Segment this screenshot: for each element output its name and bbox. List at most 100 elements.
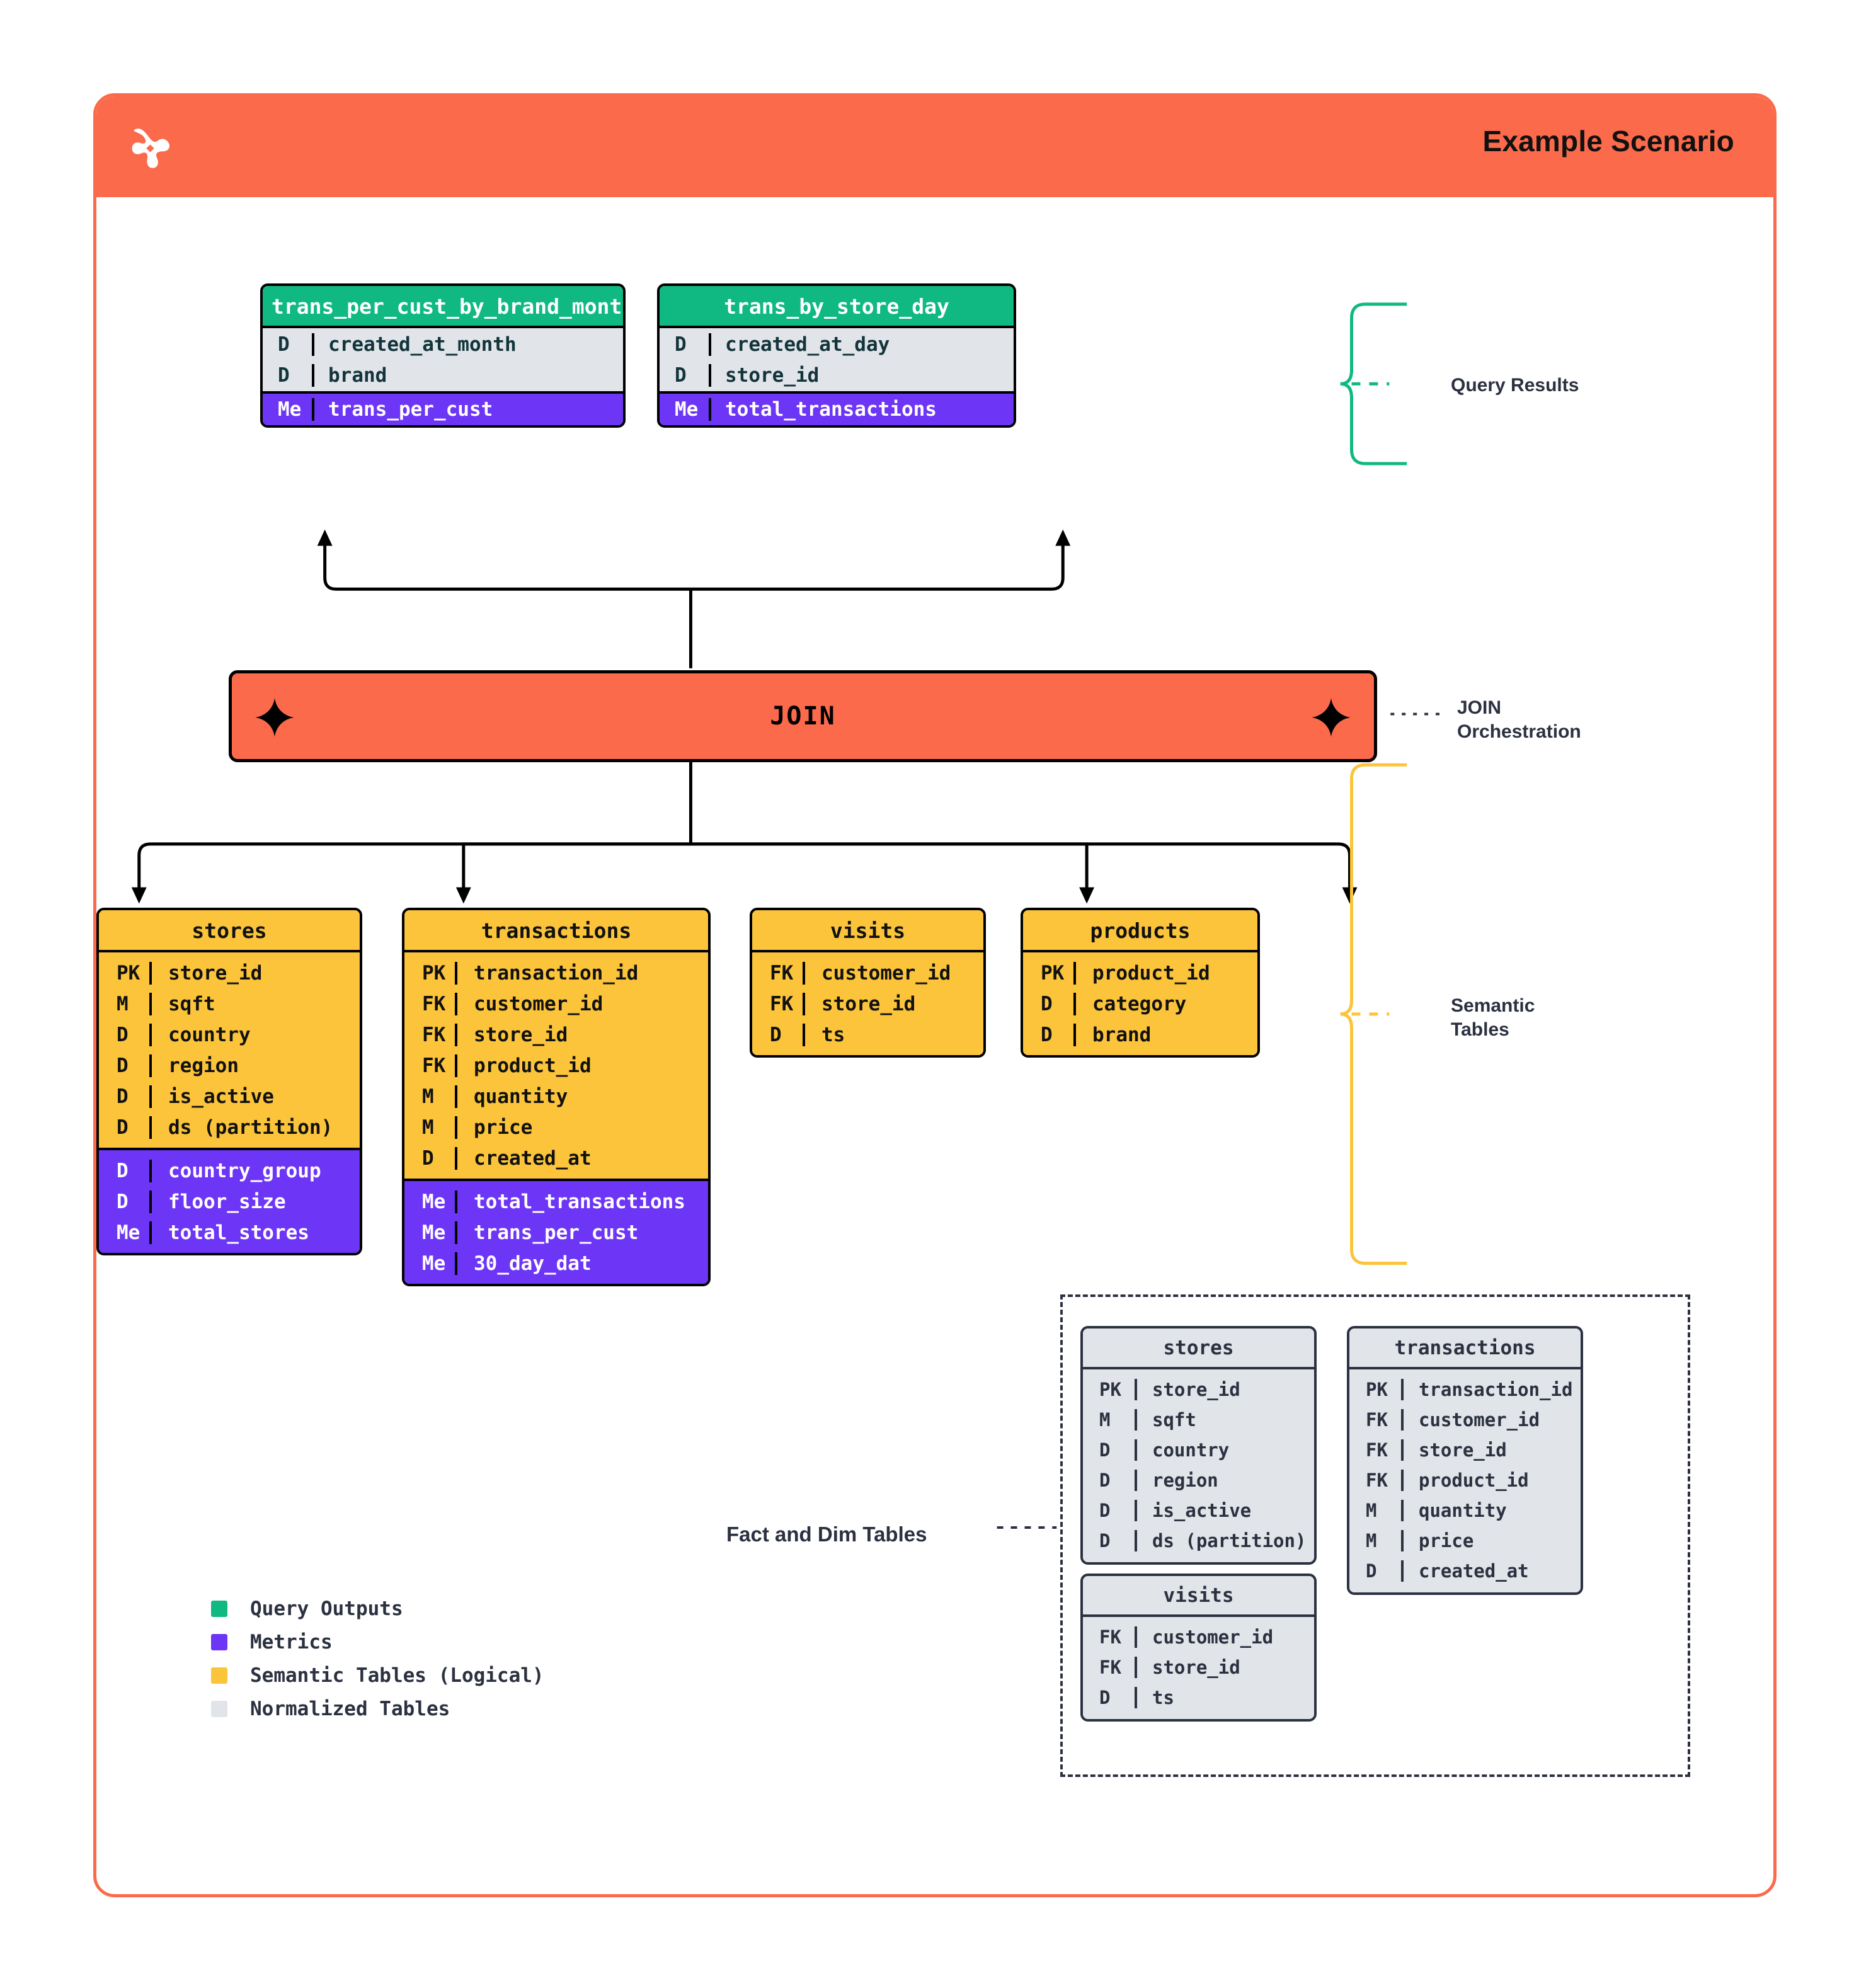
row-field: created_at [1401, 1560, 1581, 1582]
row-key: M [1366, 1530, 1377, 1551]
row-field: store_id [803, 992, 983, 1015]
table-title: transactions [1349, 1328, 1581, 1367]
legend-swatch-normalized-tables [211, 1700, 227, 1717]
table-title: transactions [404, 910, 708, 950]
row-key: D [1041, 1023, 1053, 1046]
x-sparkle-logo-icon [132, 129, 170, 168]
row-key: Me [422, 1252, 446, 1275]
table-row: PK transaction_id [1349, 1374, 1581, 1405]
row-key: D [1099, 1500, 1111, 1521]
annotation-line-2: Tables [1451, 1019, 1509, 1040]
legend-label: Query Outputs [250, 1597, 403, 1620]
row-field: customer_id [803, 961, 983, 985]
annotation-line-1: Semantic [1451, 995, 1535, 1016]
row-key: D [117, 1054, 129, 1077]
row-field: customer_id [1135, 1626, 1314, 1648]
row-key: D [675, 364, 687, 387]
table-row: D created_at_day [660, 328, 1014, 360]
row-key: FK [1099, 1626, 1121, 1648]
row-field: transaction_id [1401, 1379, 1581, 1400]
row-field: created_at_month [312, 333, 623, 356]
row-key: D [1099, 1439, 1111, 1461]
table-row: PK store_id [99, 957, 360, 988]
row-key: PK [117, 961, 140, 985]
row-field: brand [1073, 1023, 1257, 1046]
row-key: M [117, 992, 129, 1015]
table-title: visits [752, 910, 983, 950]
annotation-semantic-tables: Semantic Tables [1451, 994, 1535, 1041]
row-key: PK [1041, 961, 1065, 985]
row-key: M [422, 1085, 434, 1108]
table-title: trans_by_store_day [660, 286, 1014, 326]
row-key: D [1099, 1530, 1111, 1551]
row-key: PK [1366, 1379, 1388, 1400]
legend-swatch-metrics [211, 1633, 227, 1650]
row-field: customer_id [455, 992, 708, 1015]
legend-item: Query Outputs [211, 1592, 544, 1625]
row-field: product_id [455, 1054, 708, 1077]
legend-item: Normalized Tables [211, 1692, 544, 1725]
row-key: FK [1366, 1409, 1388, 1431]
query-result-table-0[interactable]: trans_per_cust_by_brand_month D created_… [260, 283, 626, 428]
table-row: D brand [263, 360, 623, 391]
metric-section: Me trans_per_cust [263, 391, 623, 425]
query-result-table-1[interactable]: trans_by_store_day D created_at_day D st… [657, 283, 1016, 428]
row-key: D [1099, 1470, 1111, 1491]
row-key: D [278, 333, 290, 356]
annotation-line-1: JOIN [1457, 697, 1502, 718]
row-field: total_transactions [455, 1190, 708, 1213]
row-key: D [117, 1190, 129, 1213]
row-field: store_id [149, 961, 360, 985]
join-orchestration-band[interactable]: JOIN [229, 670, 1377, 762]
table-title: visits [1083, 1576, 1314, 1614]
row-key: Me [422, 1221, 446, 1244]
row-field: store_id [455, 1023, 708, 1046]
table-title: stores [1083, 1328, 1314, 1367]
row-field: total_stores [149, 1221, 360, 1244]
row-field: product_id [1401, 1470, 1581, 1491]
row-key: FK [770, 992, 794, 1015]
row-field: brand [312, 364, 623, 387]
row-key: D [422, 1146, 434, 1170]
row-field: trans_per_cust [312, 398, 623, 421]
table-row: D created_at_month [263, 328, 623, 360]
row-field: ds (partition) [1135, 1530, 1314, 1551]
legend-label: Semantic Tables (Logical) [250, 1664, 544, 1687]
legend-label: Normalized Tables [250, 1697, 450, 1720]
row-key: D [278, 364, 290, 387]
row-key: FK [1366, 1439, 1388, 1461]
row-field: price [455, 1116, 708, 1139]
join-label: JOIN [770, 702, 836, 731]
row-key: D [770, 1023, 782, 1046]
row-field: price [1401, 1530, 1581, 1551]
table-row: Me trans_per_cust [263, 394, 623, 425]
